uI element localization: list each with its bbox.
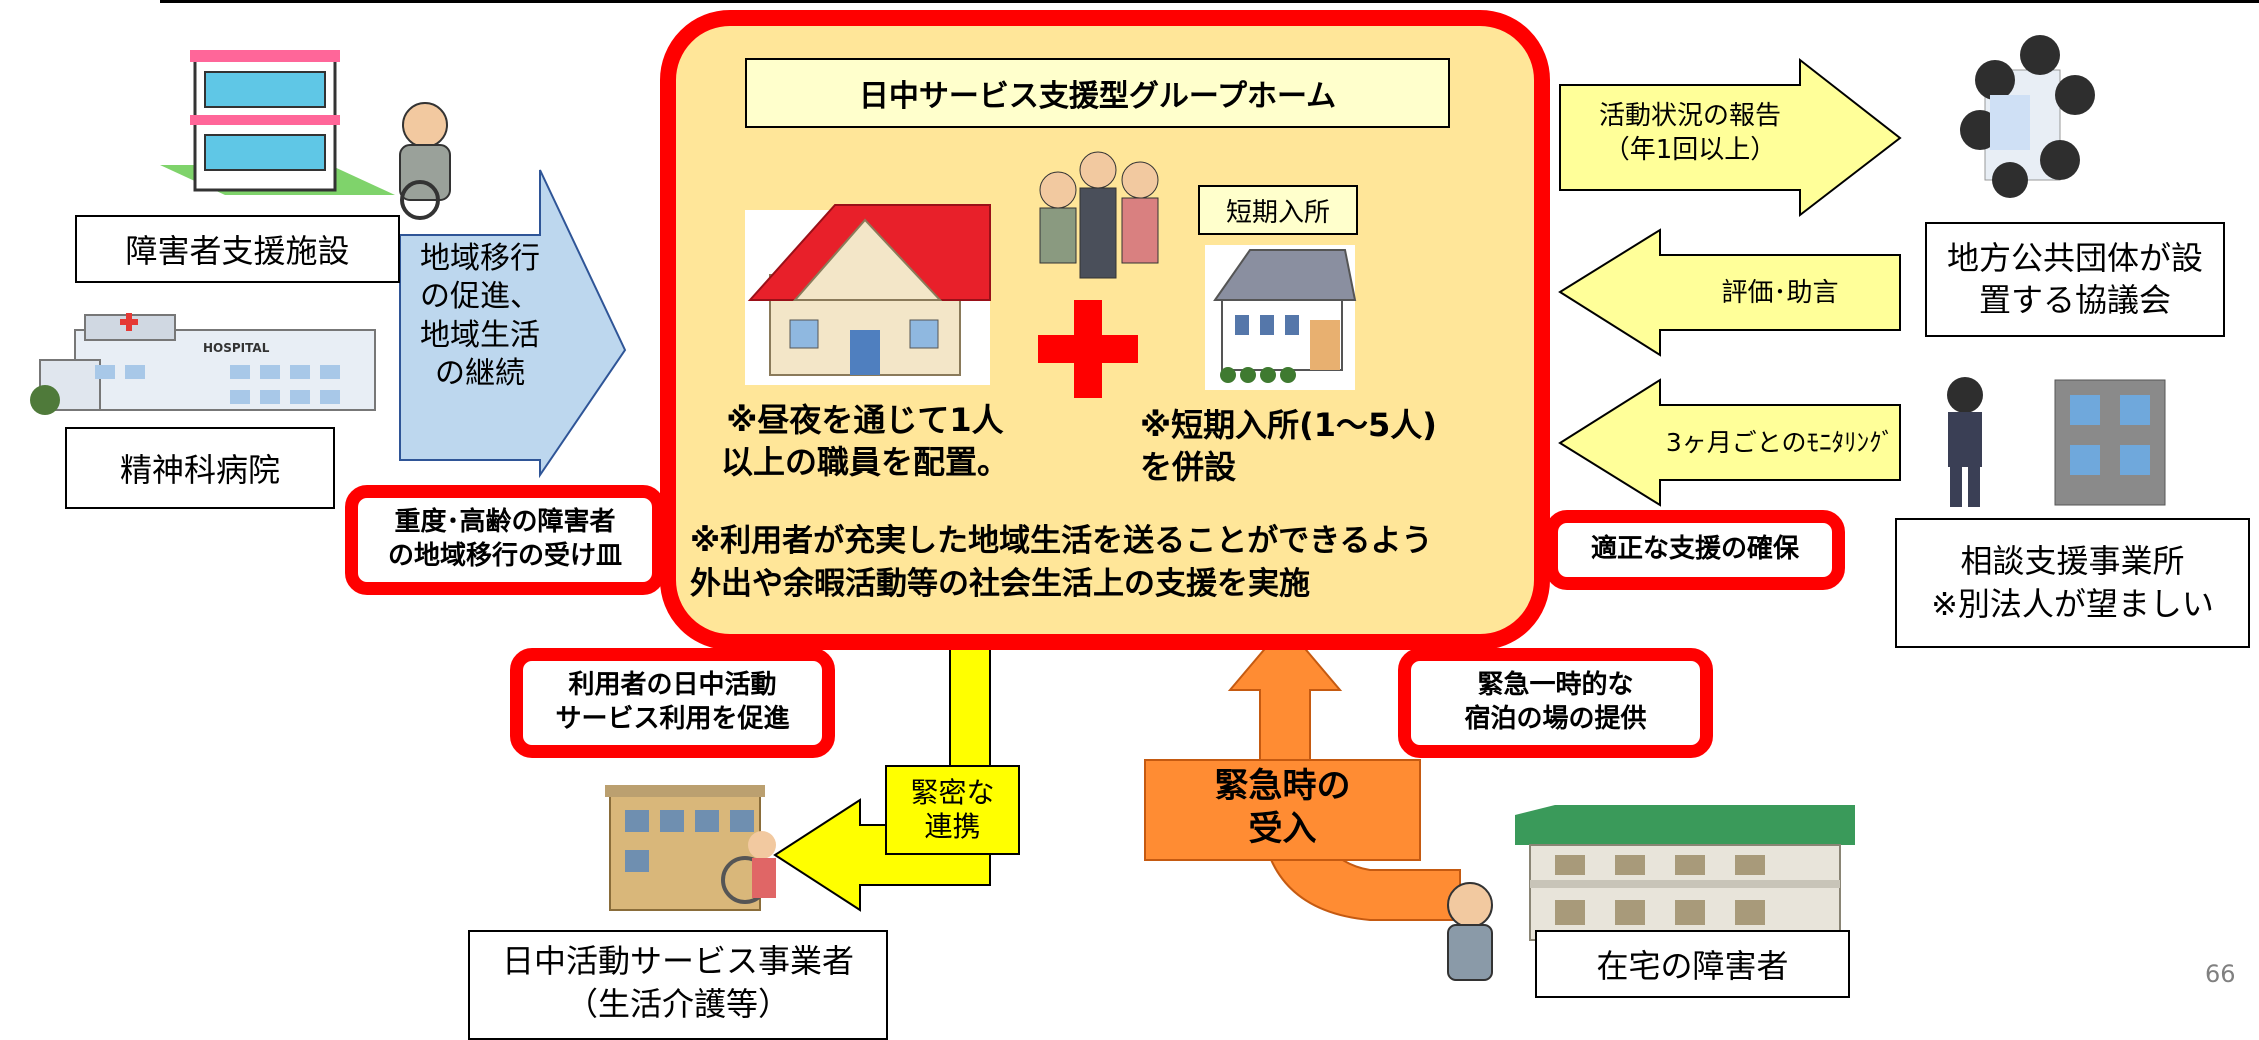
page-number: 66: [2205, 960, 2236, 988]
short-stay-note: ※短期入所(1～5人) を併設: [1140, 406, 1437, 486]
report-arrow-shape: [1559, 57, 1902, 218]
transition-arrow-text: 地域移行 の促進、 地域生活 の継続: [420, 241, 540, 392]
hospital-sign: HOSPITAL: [203, 341, 270, 355]
apartment-illustration: [1515, 805, 1855, 941]
family-illustration-top: [1039, 151, 1159, 279]
short-stay-label: 短期入所: [1198, 185, 1358, 235]
staff-placement-note: ※昼夜を通じて1人 以上の職員を配置。: [720, 401, 1009, 481]
elderly-man-illustration: [1447, 882, 1493, 981]
monitoring-arrow-text: 3ヶ月ごとのﾓﾆﾀﾘﾝｸﾞ: [1665, 428, 1895, 457]
advice-arrow-text: 評価･助言: [1721, 278, 1839, 308]
short-stay-house-illustration-top: [1205, 245, 1357, 390]
house-illustration-top: [745, 204, 991, 385]
council-label: 地方公共団体が設 置する協議会: [1925, 222, 2225, 337]
day-service-building-illustration: [605, 785, 776, 911]
advice-arrow-shape: [1558, 228, 1901, 357]
day-activity-promo-box: 利用者の日中活動 サービス利用を促進: [510, 648, 835, 758]
group-home-title: 日中サービス支援型グループホーム: [745, 58, 1450, 128]
psychiatric-hospital-label: 精神科病院: [65, 427, 335, 509]
support-facility-illustration: [160, 50, 395, 195]
plus-icon-top: [1038, 300, 1138, 398]
receiver-box: 重度･高齢の障害者 の地域移行の受け皿: [345, 485, 665, 595]
close-link-label: 緊密な 連携: [885, 765, 1020, 855]
consultation-illustration: [1947, 377, 2166, 507]
report-arrow-text: 活動状況の報告 （年1回以上）: [1598, 101, 1781, 165]
transition-arrow-shape: [399, 169, 627, 479]
home-disabled-label: 在宅の障害者: [1535, 930, 1850, 998]
social-support-note: ※利用者が充実した地域生活を送ることができるよう 外出や余暇活動等の社会生活上の…: [690, 523, 1433, 603]
hospital-illustration: [30, 313, 376, 415]
wheelchair-person-illustration: [399, 102, 451, 220]
emergency-accept-text: 緊急時の 受入: [1214, 766, 1351, 849]
consultation-office-label: 相談支援事業所 ※別法人が望ましい: [1895, 518, 2250, 648]
support-facility-label: 障害者支援施設: [75, 215, 400, 283]
council-illustration: [1960, 35, 2095, 198]
day-service-provider-label: 日中活動サービス事業者 （生活介護等）: [468, 930, 888, 1040]
top-rule: [160, 0, 2259, 3]
emergency-stay-box: 緊急一時的な 宿泊の場の提供: [1398, 648, 1713, 758]
proper-support-box: 適正な支援の確保: [1545, 510, 1845, 590]
emergency-label-bg: [1144, 759, 1421, 861]
monitoring-arrow-shape: [1558, 378, 1901, 507]
